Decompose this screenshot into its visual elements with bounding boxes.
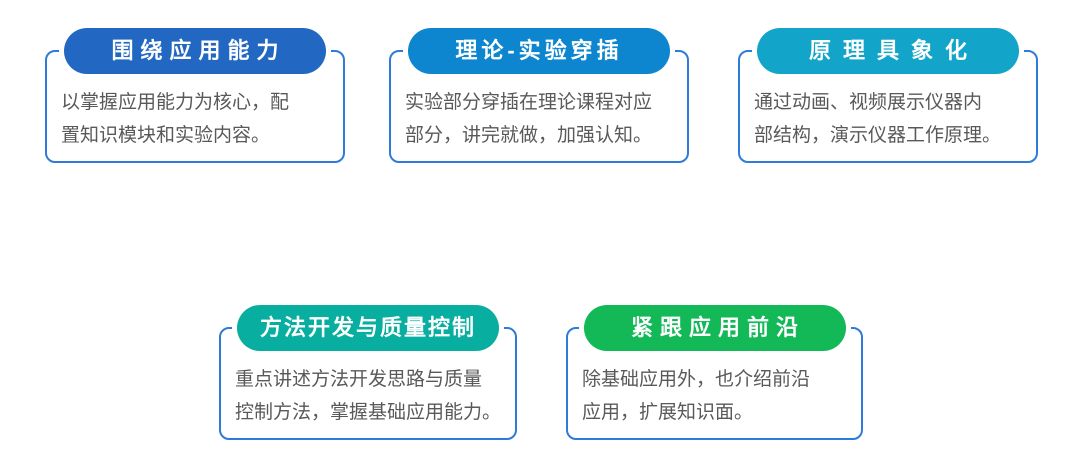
card-title-pill: 紧跟应用前沿 [583, 305, 846, 351]
feature-card-theory-experiment: 理论-实验穿插 实验部分穿插在理论课程对应 部分，讲完就做，加强认知。 [389, 28, 689, 163]
card-body-text: 除基础应用外，也介绍前沿 应用，扩展知识面。 [582, 369, 811, 423]
card-body-text: 实验部分穿插在理论课程对应 部分，讲完就做，加强认知。 [405, 92, 653, 146]
card-title-pill: 原理具象化 [757, 28, 1019, 74]
card-body-text: 以掌握应用能力为核心，配 置知识模块和实验内容。 [61, 92, 290, 146]
card-body-text: 重点讲述方法开发思路与质量 控制方法，掌握基础应用能力。 [235, 369, 502, 423]
feature-card-application-ability: 围绕应用能力 以掌握应用能力为核心，配 置知识模块和实验内容。 [45, 28, 345, 163]
feature-card-frontier-applications: 紧跟应用前沿 除基础应用外，也介绍前沿 应用，扩展知识面。 [566, 305, 863, 440]
card-title-pill: 围绕应用能力 [64, 28, 326, 74]
card-body-text: 通过动画、视频展示仪器内 部结构，演示仪器工作原理。 [754, 92, 1002, 146]
card-title-pill: 方法开发与质量控制 [237, 305, 499, 351]
feature-card-principle-visualization: 原理具象化 通过动画、视频展示仪器内 部结构，演示仪器工作原理。 [738, 28, 1038, 163]
feature-card-method-qc: 方法开发与质量控制 重点讲述方法开发思路与质量 控制方法，掌握基础应用能力。 [219, 305, 517, 440]
card-title-pill: 理论-实验穿插 [408, 28, 670, 74]
